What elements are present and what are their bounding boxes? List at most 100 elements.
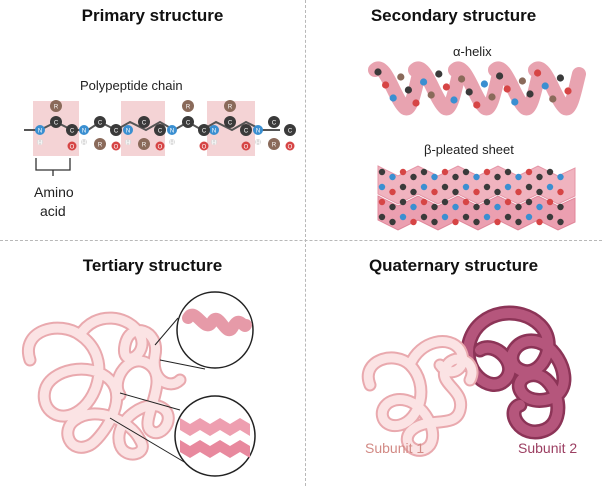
r-group-atom — [268, 138, 280, 150]
sheet-atom — [378, 183, 386, 191]
nitrogen-atom-letter: N — [212, 129, 216, 135]
sheet-atom — [504, 198, 512, 206]
sheet-atom — [399, 168, 407, 176]
carbonyl-carbon-atom — [240, 124, 252, 136]
carbonyl-carbon-atom-letter: C — [244, 129, 249, 135]
sheet-atom — [378, 213, 386, 221]
sheet-atom — [515, 188, 522, 196]
carbonyl-carbon-atom — [198, 124, 210, 136]
sheet-atom — [378, 168, 386, 176]
helix-atom — [488, 93, 496, 101]
hydrogen-atom-letter: H — [82, 141, 86, 147]
carbonyl-carbon-atom — [284, 124, 296, 136]
sheet-atom — [431, 188, 438, 196]
r-group-atom — [94, 138, 106, 150]
sheet-atom — [473, 218, 480, 226]
helix-atom — [541, 82, 549, 90]
oxygen-atom-letter: O — [114, 145, 119, 151]
sheet-atom — [525, 198, 533, 206]
r-group-atom-letter: R — [98, 143, 103, 149]
sheet-atom — [410, 218, 417, 226]
sheet-atom — [515, 218, 522, 226]
r-group-atom-letter: R — [228, 105, 233, 111]
nitrogen-atom-letter: N — [82, 129, 86, 135]
carbonyl-carbon-atom — [154, 124, 166, 136]
tertiary-fold-fill — [23, 313, 185, 459]
helix-atom — [389, 94, 397, 102]
carbonyl-carbon-atom — [110, 124, 122, 136]
helix-atom — [480, 80, 488, 88]
helix-atom — [435, 70, 443, 78]
alpha-carbon-atom-letter: C — [272, 121, 277, 127]
carbonyl-carbon-atom — [66, 124, 78, 136]
amino-acid-label-line1: Amino — [34, 184, 74, 200]
sheet-atom — [515, 173, 522, 181]
sheet-strand-2 — [377, 195, 576, 231]
zoom-line-4 — [109, 417, 197, 470]
hydrogen-atom — [81, 139, 87, 145]
sheet-atom — [504, 183, 512, 191]
sheet-atom — [504, 213, 512, 221]
r-group-atom-letter: R — [54, 105, 59, 111]
r-group-atom-letter: R — [272, 143, 277, 149]
carbonyl-carbon-atom-letter: C — [288, 129, 293, 135]
oxygen-atom-letter: O — [202, 145, 207, 151]
r-group-atom-letter: R — [142, 143, 147, 149]
sheet-atom — [494, 218, 501, 226]
helix-atom — [397, 73, 405, 81]
sheet-atom — [452, 188, 459, 196]
sheet-atom — [410, 173, 417, 181]
alpha-carbon-atom — [94, 116, 106, 128]
oxygen-atom-letter: O — [244, 145, 249, 151]
hydrogen-atom — [211, 139, 217, 145]
alpha-carbon-atom — [224, 116, 236, 128]
sheet-atom — [378, 198, 386, 206]
r-group-atom — [50, 100, 62, 112]
helix-atom — [496, 72, 504, 80]
hydrogen-atom — [125, 139, 131, 145]
alpha-carbon-atom — [268, 116, 280, 128]
alpha-carbon-atom-letter: C — [54, 121, 59, 127]
sheet-atom — [452, 203, 459, 211]
sheet-atom — [420, 168, 428, 176]
carbonyl-carbon-atom-letter: C — [158, 129, 163, 135]
sheet-atom — [389, 203, 396, 211]
helix-atom — [518, 77, 527, 85]
zoom-line-3 — [119, 392, 181, 411]
sheet-atom — [389, 173, 396, 181]
helix-atom — [420, 78, 428, 86]
hydrogen-atom — [169, 139, 175, 145]
zoom-line-2 — [159, 359, 206, 370]
subunit-2-label: Subunit 2 — [518, 440, 578, 456]
helix-atom — [549, 95, 557, 103]
helix-turn — [528, 61, 586, 116]
nitrogen-atom-letter: N — [256, 129, 260, 135]
sheet-atom — [441, 168, 449, 176]
oxygen-atom — [199, 141, 209, 151]
sheet-atom — [546, 168, 554, 176]
oxygen-atom — [67, 141, 77, 151]
sheet-atom — [389, 218, 396, 226]
sheet-atom — [462, 168, 470, 176]
helix-atom — [511, 98, 519, 106]
sheet-atom — [441, 213, 449, 221]
helix-atom — [450, 96, 458, 104]
oxygen-atom — [111, 141, 121, 151]
hydrogen-atom-letter: H — [170, 141, 174, 147]
hydrogen-atom-letter: H — [126, 141, 130, 147]
subunit-1-label: Subunit 1 — [365, 440, 425, 456]
sheet-atom — [473, 203, 480, 211]
helix-atom — [382, 81, 390, 89]
helix-atom — [534, 69, 542, 77]
quaternary-structure-title: Quaternary structure — [368, 256, 539, 275]
helix-atom — [442, 83, 450, 91]
secondary-structure-title: Secondary structure — [370, 6, 537, 25]
sheet-atom — [431, 173, 438, 181]
sheet-atom — [473, 173, 480, 181]
sheet-atom — [441, 198, 449, 206]
primary-structure-title: Primary structure — [81, 6, 224, 25]
sheet-atom — [546, 183, 554, 191]
